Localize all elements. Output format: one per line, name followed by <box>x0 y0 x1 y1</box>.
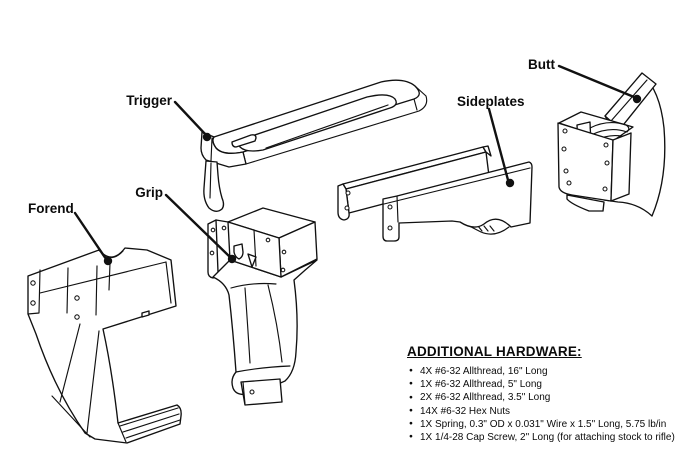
screw-hole <box>74 295 80 301</box>
bullet-icon: ● <box>409 380 413 388</box>
screw-hole <box>210 227 216 233</box>
butt-box-front <box>557 122 614 202</box>
grip-pocket-edge <box>253 229 257 267</box>
sideplates-leader-line <box>487 107 510 182</box>
screw-hole <box>563 168 569 174</box>
screw-hole <box>603 142 609 148</box>
trigger-blade <box>203 160 225 212</box>
trigger-leader-line <box>173 100 208 137</box>
sideplate-back-rightcap <box>482 145 492 157</box>
screw-hole <box>344 205 350 211</box>
grip-box-front <box>227 221 282 278</box>
hardware-item: ● 14X #6-32 Hex Nuts <box>407 405 697 418</box>
trigger-slot-tab <box>231 134 257 148</box>
hardware-item: ● 1X #6-32 Allthread, 5" Long <box>407 378 697 391</box>
forend-body <box>27 247 182 444</box>
hardware-list-title: ADDITIONAL HARDWARE: <box>407 344 582 359</box>
trigger-blade-edge <box>209 162 212 199</box>
hardware-item: ● 1X 1/4-28 Cap Screw, 2" Long (for atta… <box>407 431 697 444</box>
grip-label: Grip <box>135 185 163 200</box>
grip-part-drawing <box>207 207 318 406</box>
screw-hole <box>281 249 287 255</box>
bullet-icon: ● <box>409 406 413 414</box>
butt-part-drawing <box>557 72 666 217</box>
butt-label: Butt <box>528 57 555 72</box>
forend-foot-edges <box>117 407 181 443</box>
screw-hole <box>562 128 568 134</box>
butt-rail-prongs <box>589 122 630 142</box>
grip-base-box <box>240 378 283 406</box>
grip-base-edge <box>242 381 246 405</box>
hardware-item-text: 1X 1/4-28 Cap Screw, 2" Long (for attach… <box>420 432 675 444</box>
grip-triangle-notch <box>247 253 257 268</box>
hardware-item-text: 4X #6-32 Allthread, 16" Long <box>420 366 548 377</box>
grip-neck-column <box>212 259 318 396</box>
bullet-icon: ● <box>409 420 413 427</box>
screw-hole <box>30 280 36 286</box>
hardware-item-text: 1X Spring, 0.3" OD x 0.031" Wire x 1.5" … <box>420 418 667 430</box>
sideplates-callout-dot <box>505 178 515 188</box>
trigger-callout-dot <box>202 132 212 142</box>
forend-callout-dot <box>103 256 113 266</box>
forend-part-drawing <box>27 247 182 444</box>
screw-hole <box>209 250 215 256</box>
sideplate-front-block-edge <box>396 195 399 223</box>
hardware-item: ● 4X #6-32 Allthread, 16" Long <box>407 365 697 378</box>
hardware-item-text: 1X #6-32 Allthread, 5" Long <box>420 379 542 391</box>
screw-hole <box>566 180 572 186</box>
grip-shield-cutout <box>233 243 244 260</box>
trigger-label: Trigger <box>126 93 173 108</box>
screw-hole <box>561 146 567 152</box>
bullet-icon: ● <box>409 433 413 441</box>
screw-hole <box>345 190 351 196</box>
hardware-item: ● 2X #6-32 Allthread, 3.5" Long <box>407 391 697 404</box>
trigger-frame-thickness <box>242 85 428 165</box>
forend-face-edges <box>27 261 172 316</box>
hardware-item: ● 1X Spring, 0.3" OD x 0.031" Wire x 1.5… <box>407 418 697 431</box>
sideplates-part-drawing <box>337 145 533 242</box>
grip-plate-link <box>215 219 229 223</box>
sideplates-label: Sideplates <box>457 94 525 109</box>
screw-hole <box>602 186 608 192</box>
grip-leader-line <box>164 193 232 259</box>
trigger-housing-edge <box>210 137 213 162</box>
screw-hole <box>249 389 255 395</box>
screw-hole <box>30 300 36 306</box>
trigger-frame-ledge <box>265 104 389 149</box>
sideplate-front-face <box>382 161 533 242</box>
butt-callout-dot <box>632 94 642 104</box>
forend-label: Forend <box>28 201 74 216</box>
screw-hole <box>280 267 286 273</box>
forend-column-creases <box>51 323 100 438</box>
sideplate-hatch-lines <box>477 225 495 232</box>
butt-leader-line <box>557 64 636 99</box>
butt-box-right <box>610 132 632 202</box>
hardware-item-text: 14X #6-32 Hex Nuts <box>420 405 511 417</box>
forend-leader-line <box>73 211 108 261</box>
trigger-part-drawing <box>200 79 428 212</box>
screw-hole <box>387 225 393 231</box>
hardware-list-section: ADDITIONAL HARDWARE: ● 4X #6-32 Allthrea… <box>407 344 697 444</box>
bullet-icon: ● <box>409 393 413 401</box>
part-labels: Trigger Grip Forend Sideplates Butt <box>28 57 555 216</box>
screw-hole <box>604 160 610 166</box>
butt-bottom-lip <box>566 194 605 212</box>
screw-hole <box>265 237 271 243</box>
hardware-item-text: 2X #6-32 Allthread, 3.5" Long <box>420 392 551 404</box>
grip-column-creases <box>230 282 291 373</box>
forend-center-tick <box>141 310 150 318</box>
callouts <box>73 64 642 266</box>
screw-hole <box>221 225 227 231</box>
hardware-list: ● 4X #6-32 Allthread, 16" Long ● 1X #6-3… <box>407 365 697 444</box>
grip-callout-dot <box>227 254 237 264</box>
screw-hole <box>74 314 80 320</box>
bullet-icon: ● <box>409 367 413 375</box>
screw-hole <box>387 204 393 210</box>
